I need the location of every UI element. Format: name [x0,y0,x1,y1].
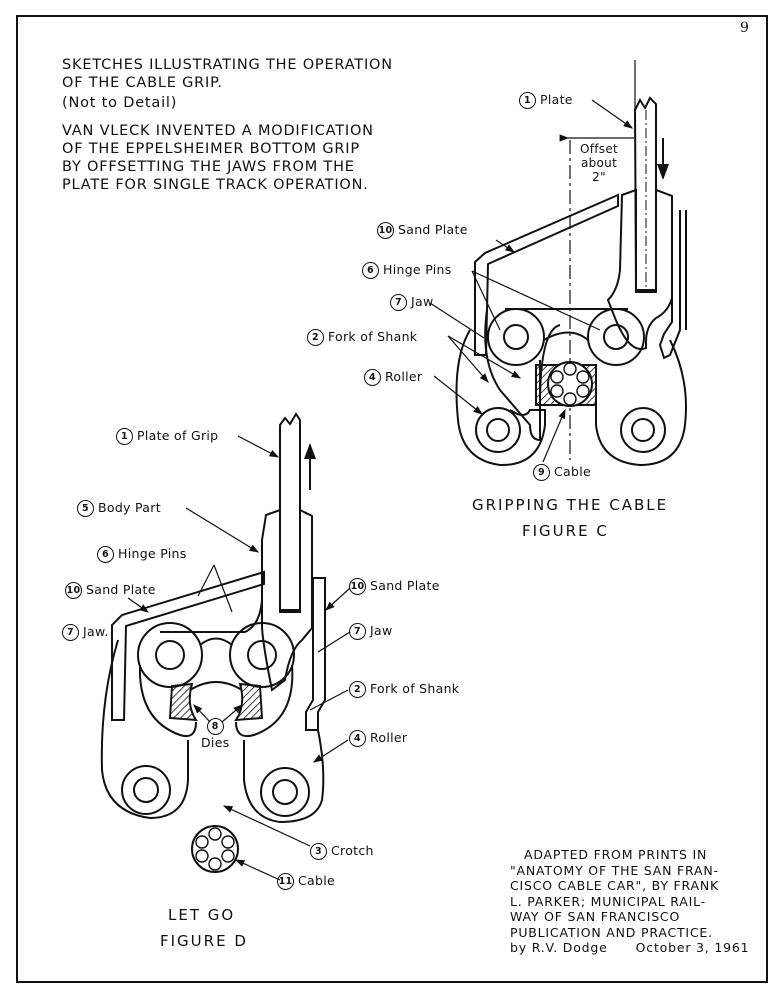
sand-plate-d-left [111,570,265,721]
credit-line: CISCO CABLE CAR", BY FRANK [510,878,720,893]
figure-c-drawing [429,60,687,467]
credit-block: ADAPTED FROM PRINTS IN "ANATOMY OF THE S… [510,847,749,956]
credit-line: L. PARKER; MUNICIPAL RAIL- [510,893,706,909]
roller-c-left [475,407,521,453]
description-line: BY OFFSETTING THE JAWS FROM THE [62,159,355,175]
offset-label: Offset about 2" [580,142,619,184]
page-border [16,15,768,983]
credit-line: PUBLICATION AND PRACTICE. [510,924,713,940]
figure-d-caption: LET GO [168,906,236,924]
jaw-d-left [137,622,203,688]
cable-d [191,825,239,873]
sketch-title: SKETCHES ILLUSTRATING THE OPERATION OF T… [62,56,393,112]
credit-line: "ANATOMY OF THE SAN FRAN- [510,862,719,878]
figure-d-drawing [100,412,351,881]
description: VAN VLECK INVENTED A MODIFICATION OF THE… [62,122,374,194]
credit-author: by R.V. Dodge [510,940,608,955]
sand-plate-c [474,193,619,356]
figure-c-number: FIGURE C [522,522,609,540]
plate-d [279,412,301,611]
title-line: SKETCHES ILLUSTRATING THE OPERATION [62,57,393,73]
figure-d-number: FIGURE D [160,932,248,950]
title-line: OF THE CABLE GRIP. [62,75,223,91]
jaw-c-right [587,308,645,366]
die-left [168,682,198,722]
plate-c [633,96,657,291]
credit-line: ADAPTED FROM PRINTS IN [524,847,708,862]
roller-d-left [121,765,171,815]
jaw-d-right [229,622,295,688]
roller-c-right [620,407,666,453]
figure-c-caption: GRIPPING THE CABLE [472,496,669,514]
title-note: (Not to Detail) [62,95,178,111]
credit-line: WAY OF SAN FRANCISCO [510,909,681,924]
description-line: VAN VLECK INVENTED A MODIFICATION [62,123,374,139]
roller-d-right [260,767,310,817]
jaw-c-left [487,308,545,366]
cable-c [547,361,593,407]
description-line: OF THE EPPELSHEIMER BOTTOM GRIP [62,141,360,157]
page-number: 9 [740,20,749,36]
description-line: PLATE FOR SINGLE TRACK OPERATION. [62,177,369,193]
credit-date: October 3, 1961 [635,940,750,955]
